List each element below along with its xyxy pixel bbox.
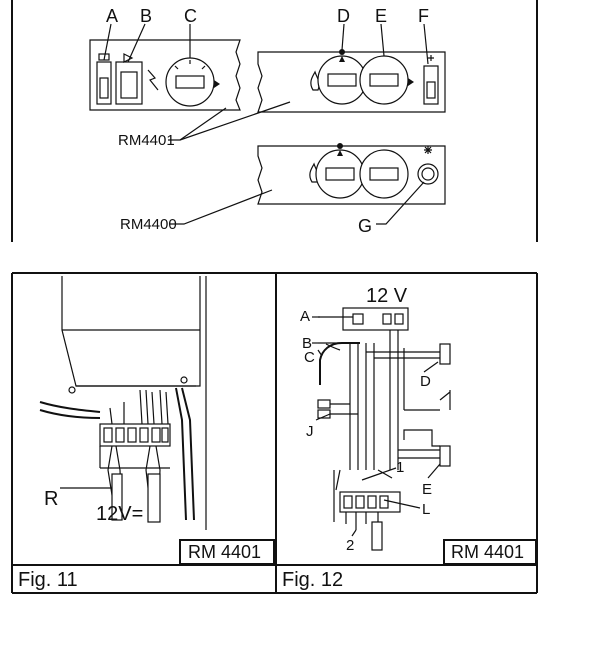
fig12-model-label: RM 4401 <box>451 542 524 562</box>
fig12-label-1: 1 <box>396 459 404 476</box>
fig11-frame <box>11 272 538 594</box>
fig12-label-c: C <box>304 349 315 366</box>
voltage-label: 12V= <box>96 503 143 525</box>
model-rm4400-label: RM4400 <box>120 216 177 233</box>
label-c: C <box>184 6 197 26</box>
fig12-drawing <box>317 307 451 551</box>
top-leader-lines <box>103 23 429 225</box>
top-panel-frame <box>11 0 538 242</box>
top-labels: A B C D E F G RM4401 RM4400 <box>106 6 429 236</box>
fig12-label-l: L <box>422 501 430 518</box>
fig12-label-j: J <box>306 423 314 440</box>
label-a: A <box>106 6 118 26</box>
control-panel-left <box>89 39 241 111</box>
label-r: R <box>44 488 58 510</box>
fig11-labels: R 12V= RM 4401 Fig. 11 <box>18 488 261 591</box>
label-b: B <box>140 6 152 26</box>
fig12-voltage-label: 12 V <box>366 285 408 307</box>
label-g: G <box>358 216 372 236</box>
label-f: F <box>418 6 429 26</box>
fig12-labels: 12 V A B C D J 1 E L 2 RM 4401 Fig. 12 <box>282 285 524 591</box>
fig12-label-d: D <box>420 373 431 390</box>
fig12-label-a: A <box>300 308 310 325</box>
fig12-leader-lines <box>312 316 441 537</box>
fig11-model-label: RM 4401 <box>188 542 261 562</box>
fig12-label-2: 2 <box>346 537 354 554</box>
fig11-drawing <box>39 276 207 530</box>
fig12-label-b: B <box>302 335 312 352</box>
fig11-caption: Fig. 11 <box>18 569 78 591</box>
label-d: D <box>337 6 350 26</box>
control-panel-rm4400 <box>257 143 446 205</box>
fig12-caption: Fig. 12 <box>282 569 343 591</box>
control-panel-right <box>257 49 446 113</box>
model-rm4401-label: RM4401 <box>118 132 175 149</box>
label-e: E <box>375 6 387 26</box>
flash-icon <box>147 69 159 91</box>
fig12-label-e: E <box>422 481 432 498</box>
